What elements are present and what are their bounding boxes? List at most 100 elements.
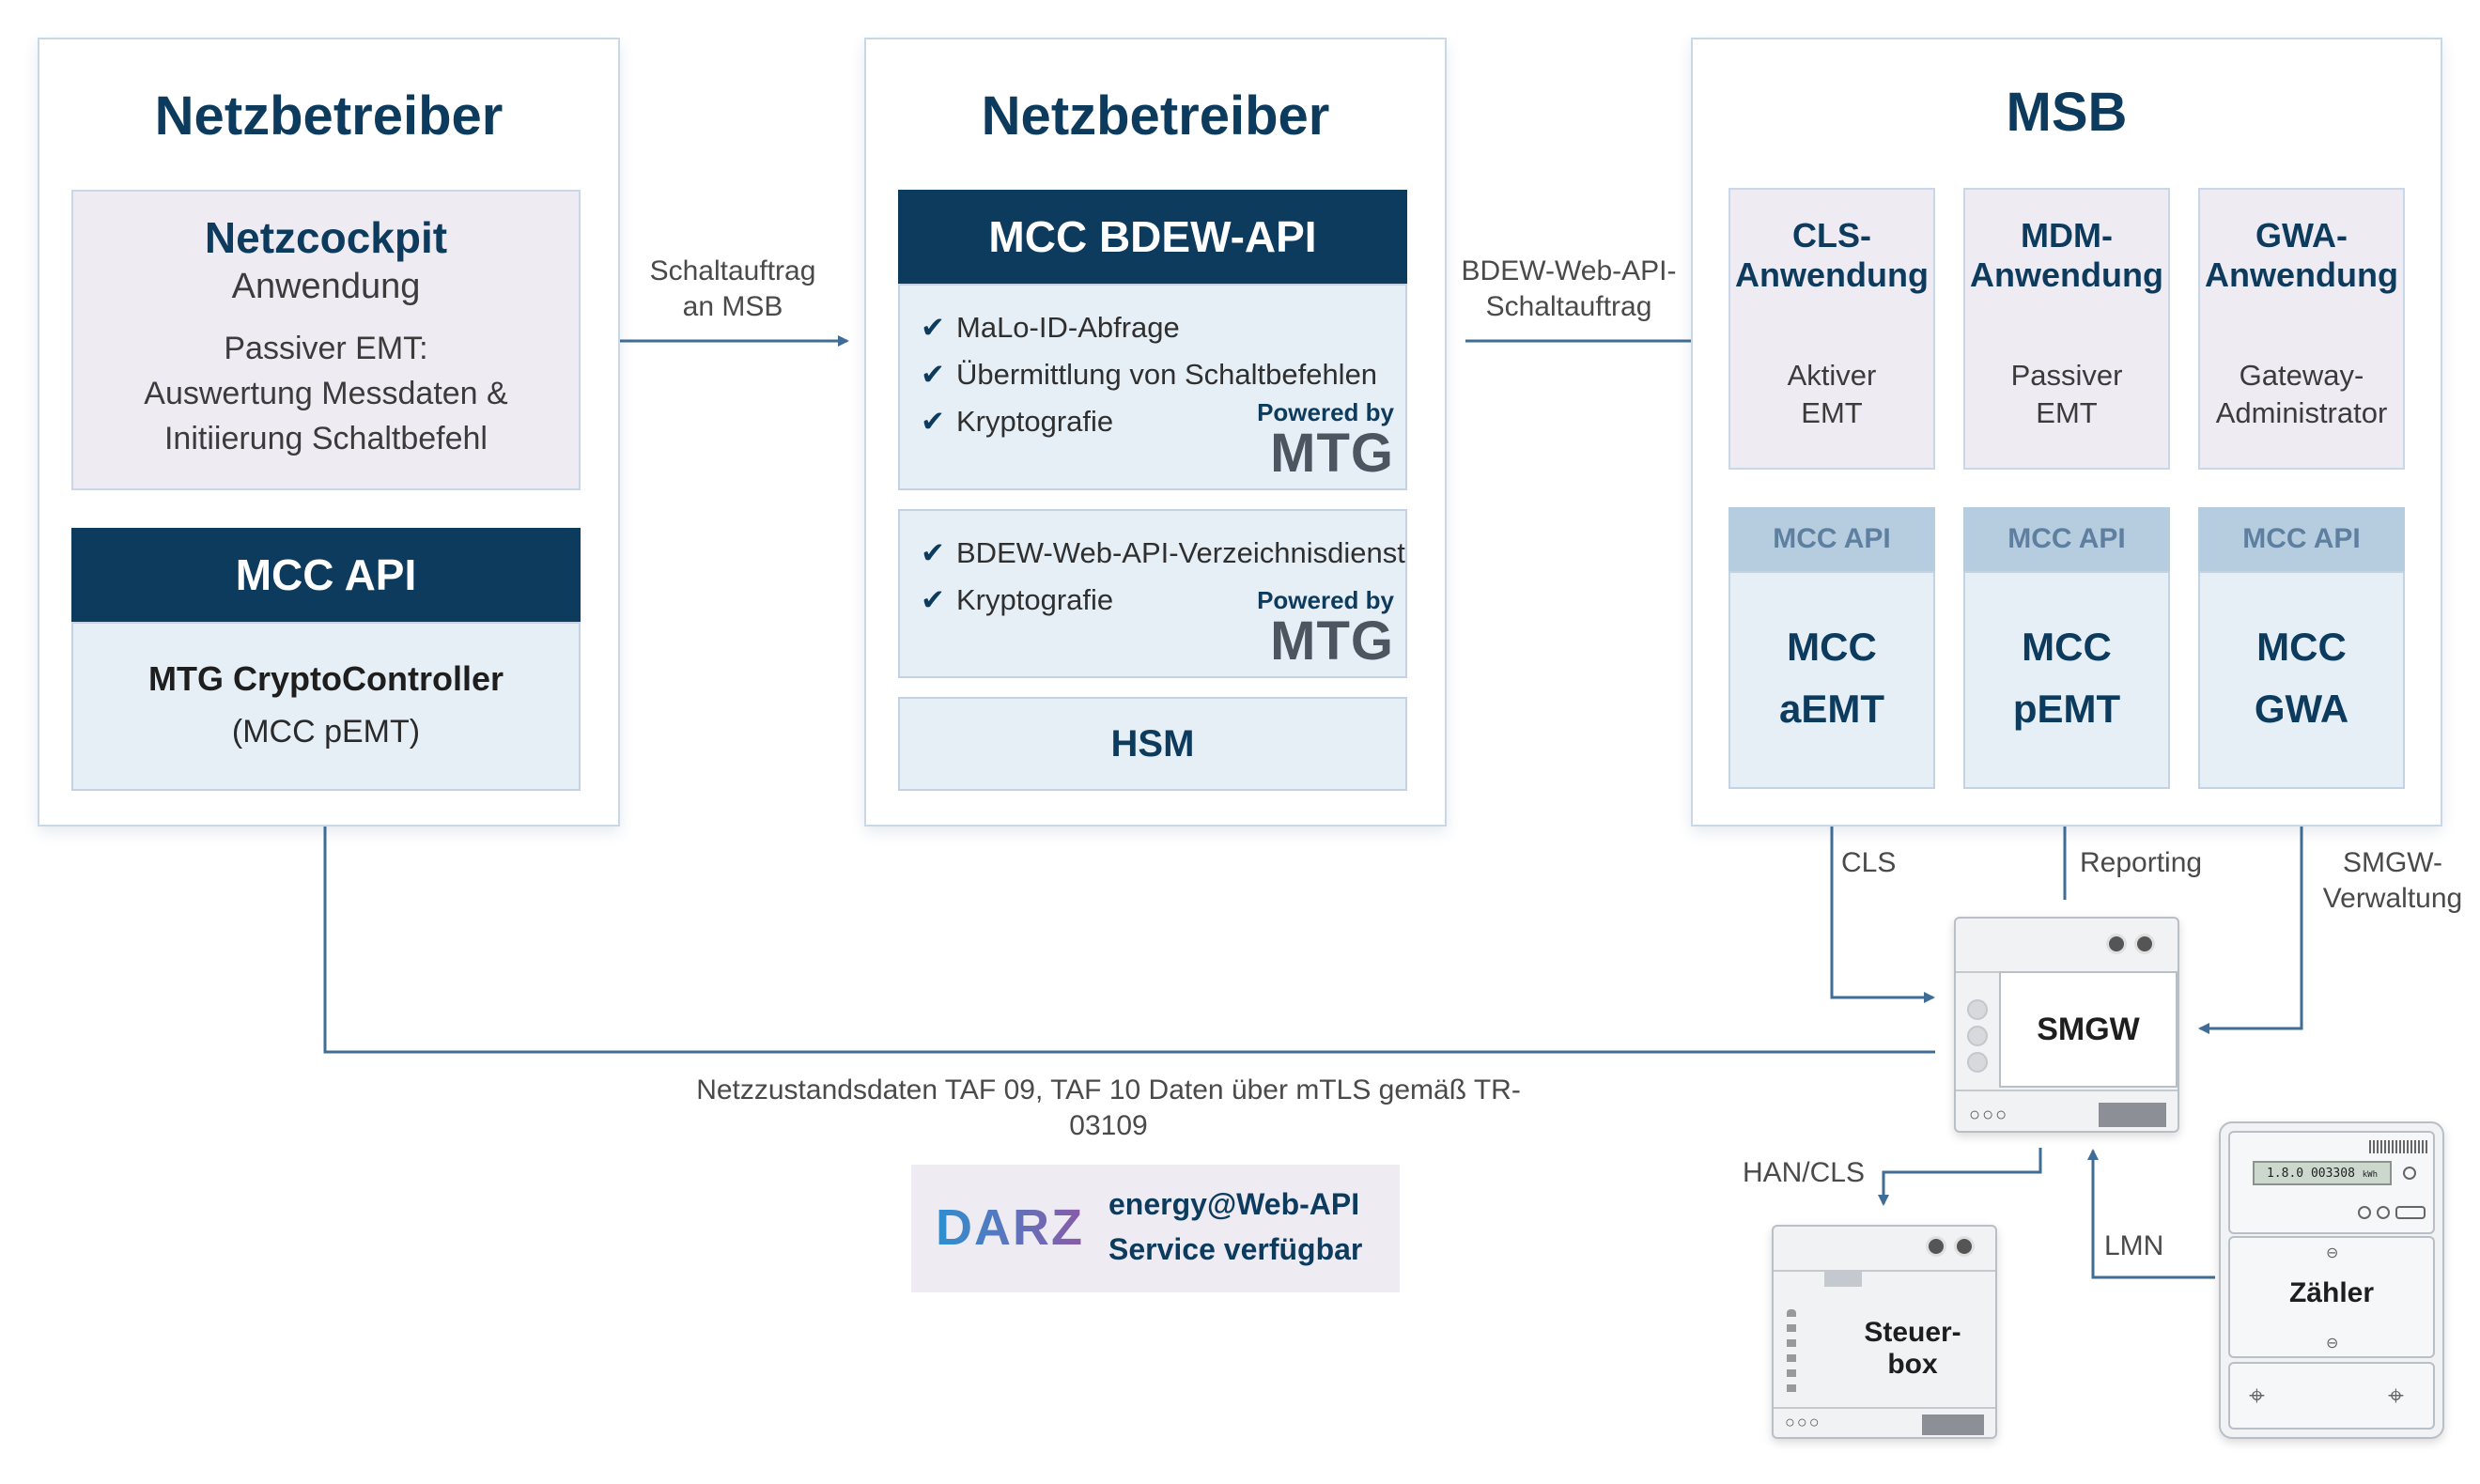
left-panel: Netzbetreiber Netzcockpit Anwendung Pass… [38, 38, 620, 827]
label-smgw-verwaltung: SMGW- Verwaltung [2313, 845, 2472, 917]
gwa-app-name-2: Anwendung [2205, 255, 2398, 294]
mcc-pemt-line-1: MCC [2022, 625, 2112, 669]
zaehler-bottom-section: ⌖ ⌖ [2228, 1362, 2435, 1430]
bdew-item-2: ✔Übermittlung von Schaltbefehlen [921, 351, 1377, 398]
zaehler-label: Zähler [2288, 1277, 2375, 1308]
smgw-led-icon [1967, 1026, 1988, 1046]
gwa-app-desc-1: Gateway- [2239, 359, 2364, 392]
cls-app-box: CLS- Anwendung Aktiver EMT [1728, 188, 1935, 470]
label-bdew-1: BDEW-Web-API- [1461, 255, 1677, 286]
arrow-netzzustand [319, 798, 1935, 1054]
netzcockpit-desc-2: Auswertung Messdaten & [144, 376, 508, 411]
mdm-app-box: MDM- Anwendung Passiver EMT [1963, 188, 2170, 470]
bdew-item-1: ✔MaLo-ID-Abfrage [921, 304, 1180, 351]
powered-by-mtg-1: Powered by MTG [1206, 398, 1394, 481]
arrow-lmn [2087, 1149, 2215, 1279]
mcc-pemt-line-2: pEMT [2012, 687, 2121, 731]
bdew-api-box: ✔MaLo-ID-Abfrage ✔Übermittlung von Schal… [898, 284, 1407, 490]
mcc-pemt-box: MCC pEMT [1963, 571, 2170, 789]
cls-app-desc-1: Aktiver [1787, 359, 1877, 392]
gwa-app-box: GWA- Anwendung Gateway- Administrator [2198, 188, 2405, 470]
zaehler-screw-icon: ⊖ [2326, 1336, 2339, 1352]
mdm-app-desc-1: Passiver [2010, 359, 2123, 392]
smgw-device: SMGW ○○○ [1954, 917, 2179, 1133]
mcc-gwa-line-1: MCC [2256, 625, 2347, 669]
mdm-app-desc-2: EMT [2036, 396, 2098, 429]
steuerbox-top-strip [1774, 1270, 1995, 1272]
middle-panel: Netzbetreiber MCC BDEW-API ✔MaLo-ID-Abfr… [864, 38, 1447, 827]
smgw-led-icon [1967, 1052, 1988, 1073]
darz-line-1: energy@Web-API [1108, 1187, 1360, 1221]
powered-by-label: Powered by [1257, 398, 1394, 426]
netzcockpit-subtitle: Anwendung [231, 267, 421, 306]
zaehler-mid-section: ⊖ Zähler ⊖ [2228, 1236, 2435, 1358]
label-schaltauftrag-2: an MSB [682, 291, 783, 322]
hsm-box: HSM [898, 697, 1407, 791]
msb-title: MSB [2006, 82, 2128, 143]
check-icon: ✔ [921, 311, 945, 344]
zaehler-knob-icon [2403, 1167, 2416, 1180]
mcc-gwa-box: MCC GWA [2198, 571, 2405, 789]
label-reporting: Reporting [2080, 847, 2203, 878]
check-icon: ✔ [921, 358, 945, 391]
zaehler-display: 1.8.0 003308 kWh [2253, 1161, 2392, 1185]
cls-app-name-2: Anwendung [1735, 255, 1929, 294]
mcc-gwa-line-2: GWA [2254, 687, 2349, 731]
smgw-led-icon [1967, 999, 1988, 1020]
arrow-han-cls [1878, 1148, 2042, 1206]
zaehler-display-unit: kWh [2362, 1170, 2378, 1180]
label-schaltauftrag-1: Schaltauftrag [649, 255, 816, 286]
darz-logo: DARZ [936, 1199, 1084, 1256]
steuerbox-tab-icon [1824, 1272, 1862, 1287]
mdm-app-name-1: MDM- [2021, 216, 2113, 255]
mcc-aemt-line-1: MCC [1787, 625, 1877, 669]
gwa-app-name-1: GWA- [2255, 216, 2348, 255]
zaehler-top-section: 1.8.0 003308 kWh [2228, 1131, 2435, 1234]
label-bdew-2: Schaltauftrag [1485, 291, 1652, 322]
crypto-controller-box: MTG CryptoController (MCC pEMT) [71, 622, 581, 791]
darz-badge: DARZ energy@Web-API Service verfügbar [911, 1165, 1400, 1292]
steuerbox-screw-icon [1954, 1236, 1975, 1257]
zaehler-button-icon [2358, 1206, 2371, 1219]
darz-line-2: Service verfügbar [1108, 1232, 1363, 1266]
smgw-port-icon [2099, 1103, 2166, 1127]
label-bdew: BDEW-Web-API- Schaltauftrag [1447, 254, 1691, 325]
steuerbox-port-icon [1922, 1414, 1984, 1435]
label-lmn: LMN [2104, 1230, 2164, 1261]
smgw-screw-icon [2106, 934, 2127, 954]
label-netzzustand: Netzzustandsdaten TAF 09, TAF 10 Daten ü… [696, 1074, 1521, 1141]
crypto-controller-sub: (MCC pEMT) [231, 714, 421, 750]
zaehler-button-icon [2377, 1206, 2390, 1219]
zaehler-screw-icon: ⊖ [2326, 1245, 2339, 1261]
dir-item-1: ✔BDEW-Web-API-Verzeichnisdienst [921, 530, 1405, 577]
netzcockpit-title: Netzcockpit [204, 213, 448, 262]
steuerbox-led-strip [1787, 1309, 1796, 1396]
check-icon: ✔ [921, 405, 945, 438]
smgw-screw-icon [2134, 934, 2155, 954]
smgw-label: SMGW [2037, 1012, 2140, 1047]
label-smgw-verwaltung-1: SMGW- [2342, 847, 2443, 878]
mcc-api-header-gwa: MCC API [2198, 507, 2405, 571]
bdew-api-header: MCC BDEW-API [898, 190, 1407, 284]
zaehler-terminal-icon: ⌖ [2249, 1381, 2265, 1412]
smgw-holes-icon: ○○○ [1969, 1105, 2009, 1125]
mtg-logo: MTG [1270, 611, 1394, 672]
zaehler-device: 1.8.0 003308 kWh ⊖ Zähler ⊖ ⌖ ⌖ [2219, 1121, 2444, 1439]
check-icon: ✔ [921, 583, 945, 616]
arrow-cls [1830, 789, 1935, 1003]
netzcockpit-desc-1: Passiver EMT: [224, 331, 428, 366]
zaehler-button-icon [2395, 1206, 2426, 1219]
middle-panel-title: Netzbetreiber [981, 85, 1330, 147]
check-icon: ✔ [921, 536, 945, 569]
cls-app-name-1: CLS- [1792, 216, 1871, 255]
mcc-aemt-box: MCC aEMT [1728, 571, 1935, 789]
label-cls: CLS [1841, 847, 1897, 878]
left-panel-title: Netzbetreiber [154, 85, 504, 147]
label-schaltauftrag: Schaltauftrag an MSB [620, 254, 845, 325]
smgw-bottom-strip [1956, 1090, 2178, 1091]
steuerbox-label-1: Steuer- [1864, 1317, 1961, 1348]
steuerbox-label-2: box [1887, 1349, 1938, 1380]
cls-app-desc-2: EMT [1801, 396, 1863, 429]
powered-by-mtg-2: Powered by MTG [1206, 586, 1394, 669]
